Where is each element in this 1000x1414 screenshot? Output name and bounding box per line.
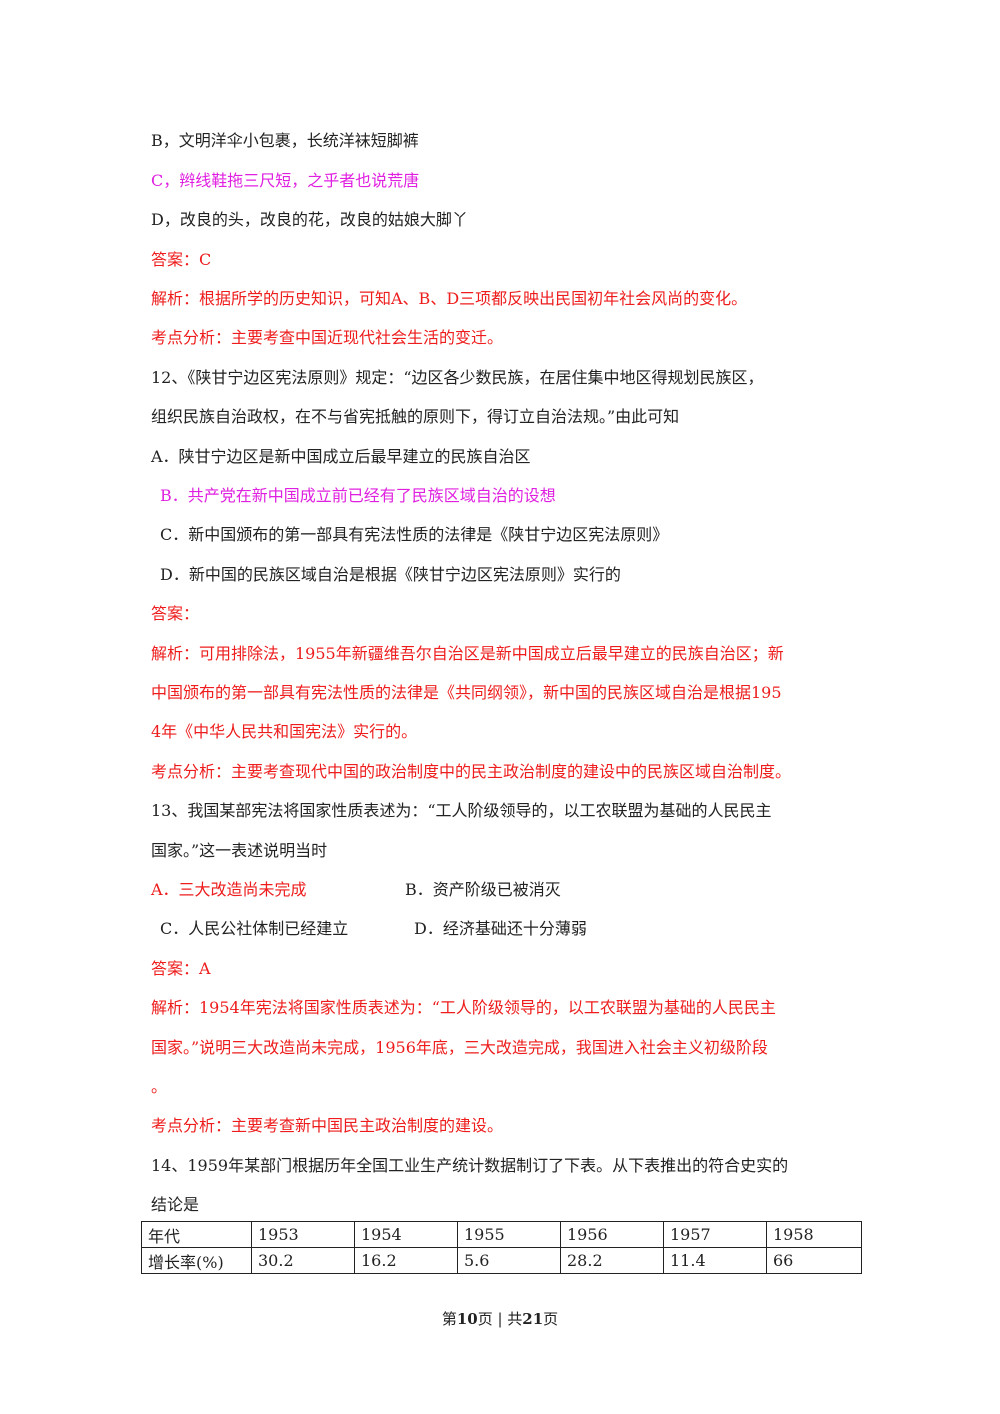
q12-analysis-line2: 中国颁布的第一部具有宪法性质的法律是《共同纲领》，新中国的民族区域自治是根据19…	[151, 683, 782, 702]
q11-option-c: C，辫线鞋拖三尺短，之乎者也说荒唐	[151, 171, 420, 190]
q11-option-b: B，文明洋伞小包裹，长统洋袜短脚裤	[151, 131, 419, 150]
table-cell: 1956	[560, 1221, 664, 1248]
q12-analysis-line1: 解析：可用排除法，1955年新疆维吾尔自治区是新中国成立后最早建立的民族自治区；…	[151, 644, 784, 663]
q11-point: 考点分析：主要考查中国近现代社会生活的变迁。	[151, 328, 504, 347]
table-cell: 16.2	[354, 1247, 458, 1274]
q11-analysis: 解析：根据所学的历史知识，可知A、B、D三项都反映出民国初年社会风尚的变化。	[151, 289, 748, 308]
q13-option-a: A．三大改造尚未完成	[151, 880, 307, 899]
footer-suffix: 页	[543, 1310, 559, 1328]
table-row: 增长率(%) 30.2 16.2 5.6 28.2 11.4 66	[141, 1247, 862, 1274]
q12-option-d: D．新中国的民族区域自治是根据《陕甘宁边区宪法原则》实行的	[160, 565, 621, 584]
q11-answer: 答案：C	[151, 250, 212, 269]
table-cell: 28.2	[560, 1247, 664, 1274]
q13-option-b: B．资产阶级已被消灭	[405, 880, 561, 899]
footer-page-number: 10	[456, 1310, 478, 1328]
q12-stem-line1: 12、《陕甘宁边区宪法原则》规定：“边区各少数民族，在居住集中地区得规划民族区，	[151, 368, 764, 387]
q13-stem-line2: 国家。”这一表述说明当时	[151, 841, 328, 860]
q12-option-b: B．共产党在新中国成立前已经有了民族区域自治的设想	[160, 486, 556, 505]
q13-point: 考点分析：主要考查新中国民主政治制度的建设。	[151, 1116, 504, 1135]
q13-analysis-line1: 解析：1954年宪法将国家性质表述为：“工人阶级领导的，以工农联盟为基础的人民民…	[151, 998, 776, 1017]
q13-option-c: C．人民公社体制已经建立	[160, 919, 349, 938]
table-cell: 1955	[457, 1221, 561, 1248]
table-cell: 66	[766, 1247, 862, 1274]
q13-answer: 答案：A	[151, 959, 211, 978]
table-cell: 1958	[766, 1221, 862, 1248]
table-cell: 5.6	[457, 1247, 561, 1274]
table-row: 年代 1953 1954 1955 1956 1957 1958	[141, 1221, 862, 1248]
q14-stem-line2: 结论是	[151, 1195, 200, 1214]
q11-option-d: D，改良的头，改良的花，改良的姑娘大脚丫	[151, 210, 468, 229]
q13-analysis-line2: 国家。”说明三大改造尚未完成，1956年底，三大改造完成，我国进入社会主义初级阶…	[151, 1038, 768, 1057]
footer-middle: 页 | 共	[477, 1310, 523, 1328]
q13-stem-line1: 13、我国某部宪法将国家性质表述为：“工人阶级领导的，以工农联盟为基础的人民民主	[151, 801, 772, 820]
q13-analysis-line3: 。	[151, 1077, 168, 1096]
q12-point: 考点分析：主要考查现代中国的政治制度中的民主政治制度的建设中的民族区域自治制度。	[151, 762, 792, 781]
q12-analysis-line3: 4年《中华人民共和国宪法》实行的。	[151, 722, 418, 741]
footer-prefix: 第	[441, 1310, 457, 1328]
table-cell: 年代	[141, 1221, 252, 1248]
q14-stem-line1: 14、1959年某部门根据历年全国工业生产统计数据制订了下表。从下表推出的符合史…	[151, 1156, 789, 1175]
table-cell: 1957	[663, 1221, 767, 1248]
q12-option-a: A．陕甘宁边区是新中国成立后最早建立的民族自治区	[151, 447, 531, 466]
q12-stem-line2: 组织民族自治政权，在不与省宪抵触的原则下，得订立自治法规。”由此可知	[151, 407, 680, 426]
q13-option-d: D．经济基础还十分薄弱	[414, 919, 587, 938]
table-cell: 1954	[354, 1221, 458, 1248]
table-cell: 增长率(%)	[141, 1247, 252, 1274]
table-cell: 1953	[251, 1221, 355, 1248]
q12-answer: 答案：	[151, 604, 200, 623]
page-footer: 第10页 | 共21页	[0, 1308, 1000, 1329]
footer-total-pages: 21	[522, 1310, 544, 1328]
table-cell: 11.4	[663, 1247, 767, 1274]
growth-rate-table: 年代 1953 1954 1955 1956 1957 1958 增长率(%) …	[141, 1221, 862, 1274]
table-cell: 30.2	[251, 1247, 355, 1274]
q12-option-c: C．新中国颁布的第一部具有宪法性质的法律是《陕甘宁边区宪法原则》	[160, 525, 669, 544]
